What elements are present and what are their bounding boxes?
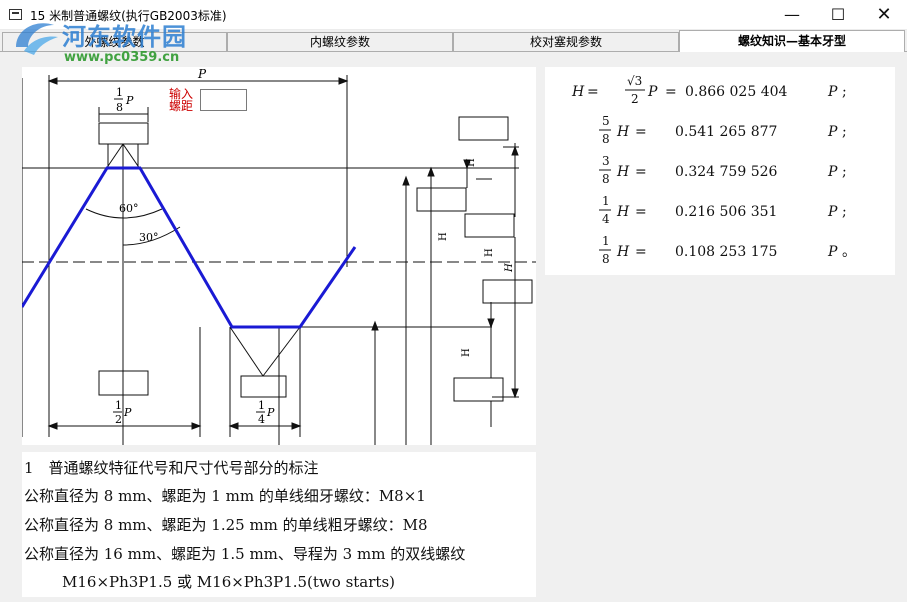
notes-panel: 1 普通螺纹特征代号和尺寸代号部分的标注 公称直径为 8 mm、螺距为 1 mm…: [22, 452, 536, 597]
formula-svg: H = √3 2 P = 0.866 025 404 P ; 5 8 H = 0…: [571, 74, 856, 266]
formula-5-num: 1: [602, 234, 610, 248]
window-title: 15 米制普通螺纹(执行GB2003标准): [30, 9, 227, 23]
label-top-eight: 8: [116, 101, 123, 114]
label-right-eighth-h: H: [466, 158, 477, 167]
label-angle-60: 60°: [119, 202, 139, 215]
svg-text:=: =: [665, 84, 677, 100]
tab-basic-profile[interactable]: 螺纹知识—基本牙型: [679, 30, 905, 52]
pitch-input[interactable]: [200, 89, 247, 111]
label-half-one: 1: [115, 399, 122, 412]
label-p: P: [197, 67, 207, 81]
formula-2-value: 0.541 265 877: [675, 124, 777, 140]
formula-1-var: P: [827, 84, 838, 100]
label-top-p: P: [125, 94, 134, 107]
formula-5-end: 。: [842, 244, 856, 260]
close-button[interactable]: ✕: [876, 4, 892, 25]
formula-2-num: 5: [602, 114, 610, 128]
formula-3-end: ;: [842, 164, 847, 180]
svg-text:=: =: [635, 244, 647, 260]
formula-5-den: 8: [602, 252, 610, 266]
label-half-two: 2: [115, 413, 122, 426]
formula-3-var: P: [827, 164, 838, 180]
label-right-h: H: [504, 263, 515, 273]
note-line-3: 公称直径为 16 mm、螺距为 1.5 mm、导程为 3 mm 的双线螺纹: [24, 545, 466, 563]
formula-3-num: 3: [602, 154, 610, 168]
title-bar: 15 米制普通螺纹(执行GB2003标准) — ☐ ✕: [0, 0, 907, 30]
formula-2-den: 8: [602, 132, 610, 146]
formula-5-value: 0.108 253 175: [675, 244, 777, 260]
formula-4-end: ;: [842, 204, 847, 220]
formula-5-lhs-var: H: [616, 244, 630, 260]
formula-1-num: √3: [627, 74, 642, 88]
label-right-five-eighths-h: H: [484, 248, 495, 257]
minimize-button[interactable]: —: [784, 5, 800, 24]
label-quarter-four: 4: [258, 413, 265, 426]
formula-4-num: 1: [602, 194, 610, 208]
note-heading: 1 普通螺纹特征代号和尺寸代号部分的标注: [24, 459, 319, 477]
label-half-p: P: [123, 406, 132, 419]
formula-5-var: P: [827, 244, 838, 260]
label-top-one: 1: [116, 86, 123, 99]
formula-panel: H = √3 2 P = 0.866 025 404 P ; 5 8 H = 0…: [545, 67, 895, 275]
note-line-4: M16×Ph3P1.5 或 M16×Ph3P1.5(two starts): [62, 573, 395, 591]
label-right-three-eighths-h: H: [438, 232, 449, 241]
formula-1-value: 0.866 025 404: [685, 84, 788, 100]
label-quarter-one: 1: [258, 399, 265, 412]
formula-1-den: 2: [631, 92, 639, 106]
label-right-quarter-h: H: [461, 348, 472, 357]
formula-3-den: 8: [602, 172, 610, 186]
formula-3-lhs-var: H: [616, 164, 630, 180]
formula-2-lhs-var: H: [616, 124, 630, 140]
svg-text:H: H: [571, 84, 585, 100]
maximize-button[interactable]: ☐: [830, 5, 846, 24]
formula-2-var: P: [827, 124, 838, 140]
tab-strip: 外螺纹参数 内螺纹参数 校对塞规参数 螺纹知识—基本牙型: [0, 30, 907, 52]
pitch-label: 输入螺距: [169, 87, 194, 113]
formula-4-den: 4: [602, 212, 610, 226]
note-line-1: 公称直径为 8 mm、螺距为 1 mm 的单线细牙螺纹：M8×1: [24, 487, 426, 505]
formula-4-value: 0.216 506 351: [675, 204, 777, 220]
tab-plug-gauge[interactable]: 校对塞规参数: [453, 32, 679, 52]
thread-profile-svg: P 1 8 P 60° 30° 1 2 P 1 4 P H H H H H: [20, 67, 536, 445]
svg-text:=: =: [635, 164, 647, 180]
formula-3-value: 0.324 759 526: [675, 164, 778, 180]
formula-4-var: P: [827, 204, 838, 220]
app-icon: [9, 9, 22, 20]
label-angle-30: 30°: [139, 231, 159, 244]
tab-internal-thread[interactable]: 内螺纹参数: [227, 32, 453, 52]
tab-external-thread[interactable]: 外螺纹参数: [2, 32, 227, 52]
svg-text:=: =: [635, 124, 647, 140]
thread-profile-drawing: P 1 8 P 60° 30° 1 2 P 1 4 P H H H H H 输入…: [20, 67, 536, 445]
formula-4-lhs-var: H: [616, 204, 630, 220]
formula-1-lhs-var: P: [647, 84, 658, 100]
formula-2-end: ;: [842, 124, 847, 140]
svg-text:=: =: [635, 204, 647, 220]
label-quarter-p: P: [266, 406, 275, 419]
formula-1-end: ;: [842, 84, 847, 100]
note-line-2: 公称直径为 8 mm、螺距为 1.25 mm 的单线粗牙螺纹：M8: [24, 516, 428, 534]
svg-text:=: =: [587, 84, 599, 100]
